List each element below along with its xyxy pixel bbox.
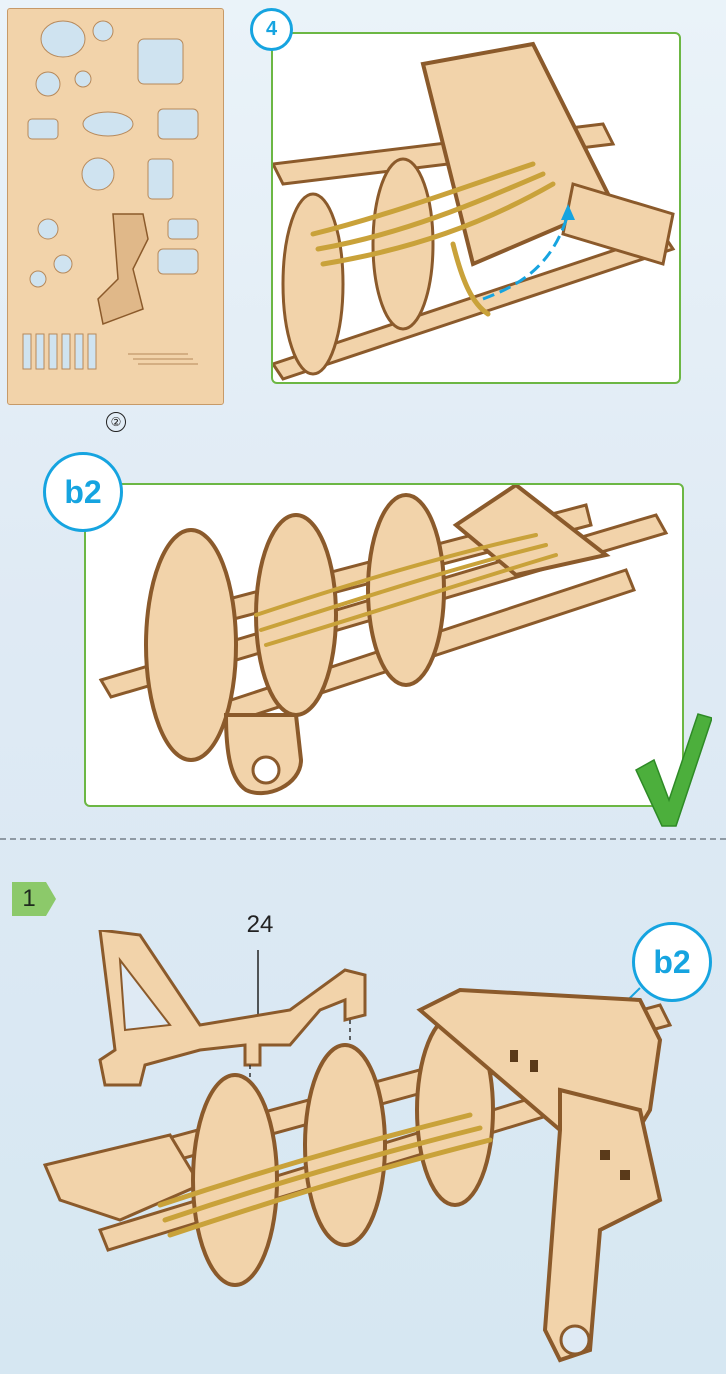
- step-arrow-icon: [12, 882, 56, 916]
- b2-illustration: [98, 485, 669, 796]
- sheet-number: ②: [106, 412, 126, 432]
- step-4-panel: [271, 32, 681, 384]
- b2-badge: b2: [43, 452, 123, 532]
- part-24: [98, 930, 367, 1087]
- step-arrow-shape: [12, 882, 56, 916]
- b2-panel: [84, 483, 684, 807]
- step-1-label: 1: [22, 885, 36, 912]
- plywood-sheet-drawing: [22, 20, 199, 370]
- step-1-illustration: [42, 930, 673, 1363]
- checkmark-icon-shape: [635, 713, 712, 827]
- part-number-label: 24: [246, 911, 274, 938]
- step-4-badge: 4: [250, 8, 293, 51]
- plywood-sheet: [7, 8, 224, 405]
- b2-callout-badge: b2: [632, 922, 712, 1002]
- checkmark-icon: [634, 712, 712, 830]
- step-4-illustration: [273, 41, 676, 381]
- section-divider: [0, 838, 726, 840]
